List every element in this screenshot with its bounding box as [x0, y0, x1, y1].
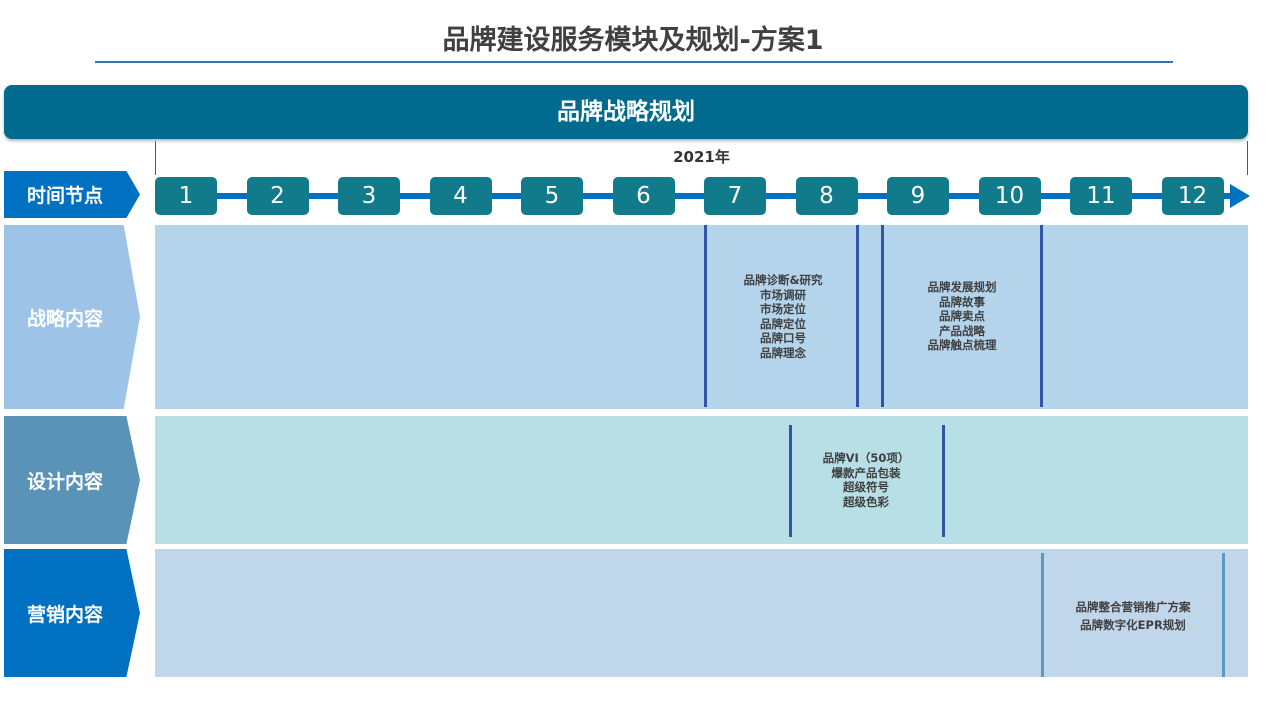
row-label-strategy: 战略内容: [4, 225, 140, 409]
content-line: 品牌故事: [939, 294, 985, 309]
strategy-divider: [881, 225, 884, 407]
year-bracket-left: [155, 141, 156, 175]
design-divider: [942, 425, 945, 537]
month-node: 11: [1070, 177, 1132, 215]
month-node: 7: [704, 177, 766, 215]
row-label-text: 时间节点: [26, 185, 103, 207]
content-line: 爆款产品包装: [831, 465, 901, 480]
month-node: 8: [795, 177, 858, 215]
month-node: 4: [429, 177, 492, 215]
row-label-time: 时间节点: [4, 171, 140, 218]
title-underline: [95, 61, 1173, 63]
strategy-row: [155, 225, 1248, 409]
row-label-text: 设计内容: [26, 470, 103, 493]
content-line: 产品战略: [939, 323, 985, 338]
strategy-block-1: 品牌诊断&研究市场调研市场定位品牌定位品牌口号品牌理念: [743, 273, 822, 360]
content-line: 品牌定位: [760, 316, 806, 331]
month-node: 9: [887, 177, 949, 215]
month-node: 12: [1161, 177, 1224, 215]
content-line: 品牌触点梳理: [927, 338, 997, 352]
design-row: [155, 416, 1248, 544]
section-banner: 品牌战略规划: [4, 85, 1248, 139]
content-line: 品牌卖点: [939, 309, 985, 323]
content-line: 品牌VI（50项）: [822, 451, 910, 465]
strategy-divider: [1040, 225, 1043, 407]
month-node: 5: [521, 177, 583, 215]
content-line: 市场调研: [760, 287, 806, 302]
year-label: 2021年: [673, 148, 730, 166]
content-line: 品牌诊断&研究: [743, 273, 823, 287]
strategy-divider: [856, 225, 859, 407]
timeline-line: [160, 193, 1235, 199]
design-divider: [789, 425, 792, 537]
month-node: 3: [338, 177, 400, 215]
month-node: 10: [978, 177, 1041, 215]
content-line: 品牌口号: [760, 331, 806, 345]
content-line: 品牌数字化EPR规划: [1080, 618, 1186, 632]
strategy-block-2: 品牌发展规划品牌故事品牌卖点产品战略品牌触点梳理: [928, 280, 997, 353]
design-block-1: 品牌VI（50项）爆款产品包装超级符号超级色彩: [823, 451, 910, 509]
marketing-divider: [1222, 553, 1225, 677]
row-label-text: 营销内容: [26, 603, 103, 626]
month-node: 6: [612, 177, 675, 215]
page-title: 品牌建设服务模块及规划-方案1: [442, 25, 824, 56]
content-line: 品牌发展规划: [927, 280, 997, 294]
content-line: 品牌理念: [760, 345, 806, 360]
marketing-row: [155, 549, 1248, 677]
marketing-divider: [1041, 553, 1044, 677]
month-node: 1: [155, 177, 217, 215]
content-line: 超级符号: [843, 480, 889, 494]
row-label-marketing: 营销内容: [4, 549, 140, 677]
year-bracket-right: [1247, 141, 1248, 175]
timeline-arrow-icon: [1230, 184, 1250, 208]
row-label-text: 战略内容: [26, 307, 103, 330]
content-line: 超级色彩: [843, 494, 889, 509]
month-node: 2: [246, 177, 309, 215]
strategy-divider: [704, 225, 707, 407]
marketing-block-1: 品牌整合营销推广方案品牌数字化EPR规划: [1076, 598, 1191, 634]
content-line: 品牌整合营销推广方案: [1075, 600, 1191, 614]
row-label-design: 设计内容: [4, 416, 140, 544]
content-line: 市场定位: [760, 302, 806, 316]
